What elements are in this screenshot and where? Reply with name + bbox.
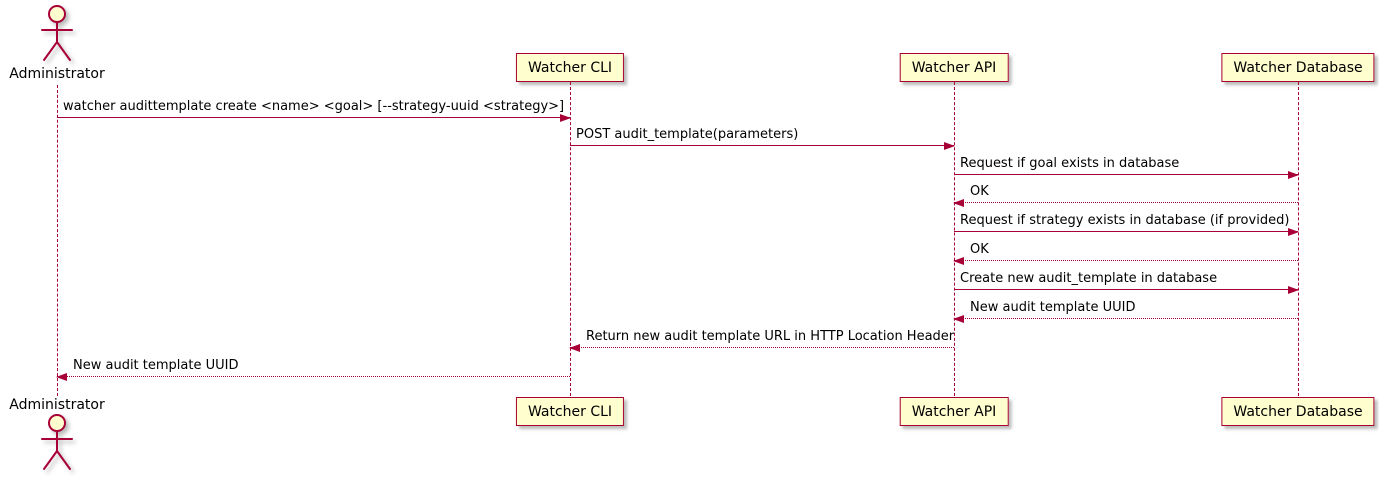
participant-watcher-database-top: Watcher Database [1221,53,1375,82]
message-return-url-location-header: Return new audit template URL in HTTP Lo… [569,328,955,352]
message-create-audittemplate: watcher audittemplate create <name> <goa… [57,98,571,122]
message-new-uuid-to-admin: New audit template UUID [56,357,570,381]
arrowhead-icon [953,315,964,323]
actor-icon-top [41,5,73,61]
message-label: New audit template UUID [970,300,1136,315]
lifeline-administrator [57,85,58,396]
message-ok-goal: OK [953,183,1298,207]
arrowhead-icon [1288,171,1299,179]
message-label: Return new audit template URL in HTTP Lo… [586,329,955,344]
lifeline-watcher-database [1298,82,1299,396]
arrow-line [954,289,1298,290]
message-new-uuid-from-db: New audit template UUID [953,299,1298,323]
message-post-audit-template: POST audit_template(parameters) [570,126,955,150]
arrow-line [570,347,954,348]
arrowhead-icon [953,257,964,265]
message-label: POST audit_template(parameters) [576,127,799,142]
lifeline-watcher-api [954,82,955,396]
message-label: New audit template UUID [73,358,239,373]
actor-label-bottom: Administrator [9,397,105,413]
arrow-line [954,231,1298,232]
message-label: Request if goal exists in database [960,156,1180,171]
participant-watcher-database-bottom: Watcher Database [1221,397,1375,426]
participant-watcher-cli-bottom: Watcher CLI [515,397,625,426]
message-label: OK [970,184,989,199]
message-create-audit-template-db: Create new audit_template in database [954,270,1299,294]
participant-watcher-api-top: Watcher API [899,53,1009,82]
arrow-line [954,202,1298,203]
arrowhead-icon [560,114,571,122]
arrow-line [954,318,1298,319]
arrow-line [57,117,570,118]
arrow-line [57,376,570,377]
message-label: Create new audit_template in database [960,271,1218,286]
participant-watcher-cli-top: Watcher CLI [515,53,625,82]
arrowhead-icon [1288,228,1299,236]
actor-label-top: Administrator [9,66,105,82]
message-request-goal-exists: Request if goal exists in database [954,155,1299,179]
arrowhead-icon [56,373,67,381]
arrow-line [954,260,1298,261]
message-label: OK [970,242,989,257]
arrowhead-icon [944,142,955,150]
message-label: watcher audittemplate create <name> <goa… [63,99,565,114]
participant-watcher-api-bottom: Watcher API [899,397,1009,426]
lifeline-watcher-cli [570,82,571,396]
arrowhead-icon [953,199,964,207]
actor-icon-bottom [41,414,73,470]
arrowhead-icon [1288,286,1299,294]
message-ok-strategy: OK [953,241,1298,265]
message-label: Request if strategy exists in database (… [960,213,1290,228]
message-request-strategy-exists: Request if strategy exists in database (… [954,212,1299,236]
arrow-line [570,145,954,146]
arrowhead-icon [569,344,580,352]
arrow-line [954,174,1298,175]
